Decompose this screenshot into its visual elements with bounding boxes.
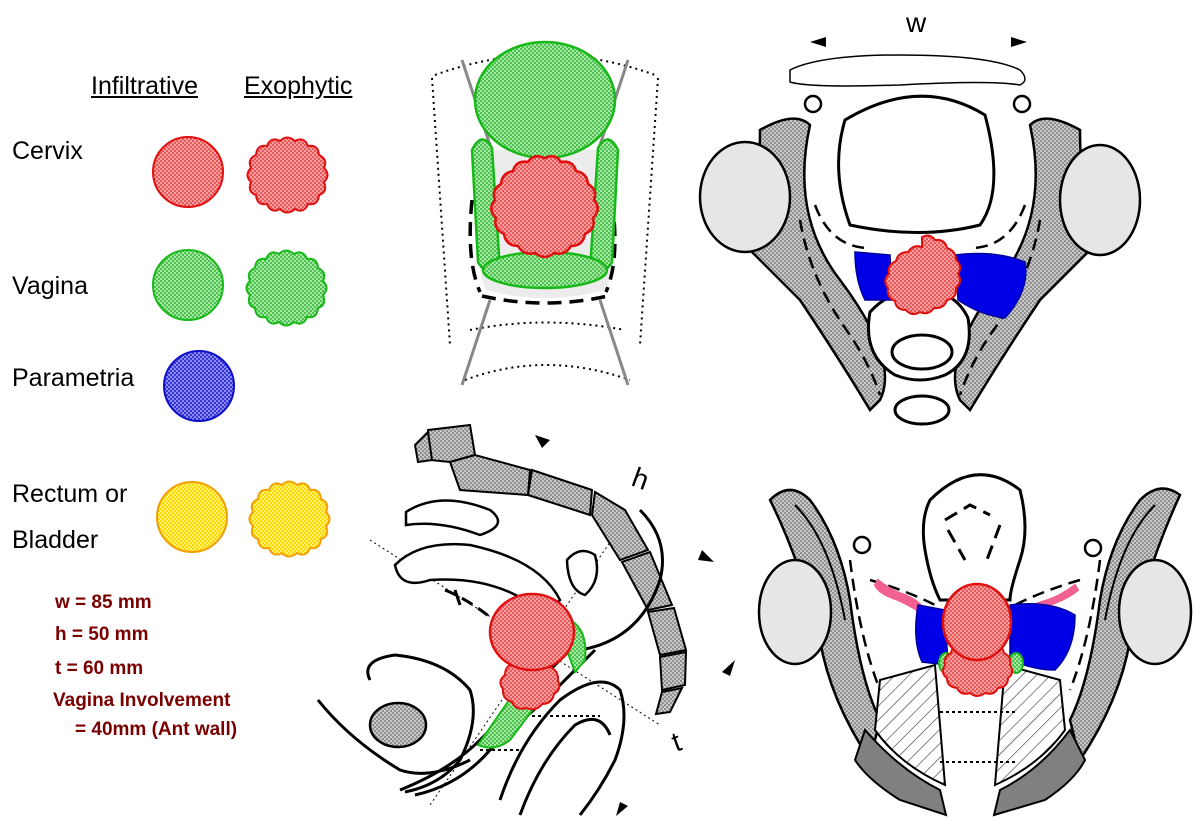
swatch-cervix-exophytic — [248, 138, 328, 213]
label-w: w — [905, 7, 927, 38]
h-arrow-top — [535, 435, 550, 448]
w-arrow-right — [1011, 37, 1027, 47]
swatch-cervix-infiltrative — [153, 137, 223, 207]
coronal-view — [432, 42, 658, 385]
axial-view-upper: w — [700, 7, 1140, 424]
t-arrow-top — [722, 660, 735, 676]
swatch-vagina-exophytic — [247, 251, 327, 326]
swatch-parametria — [164, 351, 234, 421]
h-arrow-bottom — [698, 550, 714, 562]
label-h: h — [628, 462, 653, 496]
swatch-rectum-bladder-infiltrative — [157, 482, 227, 552]
swatch-rectum-bladder-exophytic — [250, 482, 330, 557]
label-t: t — [667, 726, 685, 758]
swatch-vagina-infiltrative — [153, 250, 223, 320]
t-arrow-bottom — [616, 802, 628, 816]
w-arrow-left — [810, 37, 826, 47]
axial-view-lower — [759, 475, 1191, 815]
sagittal-view: h t — [318, 425, 735, 816]
